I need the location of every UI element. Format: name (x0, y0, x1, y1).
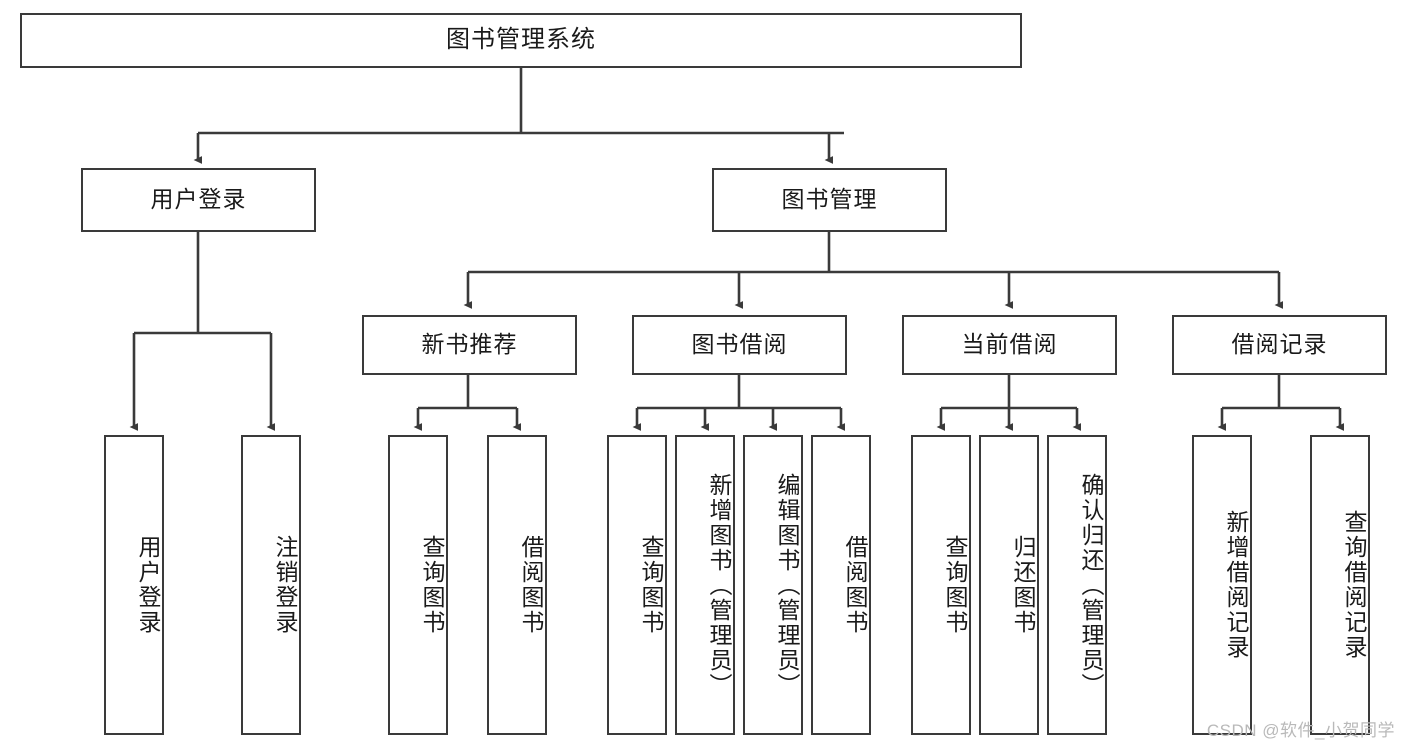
leaf-borrow-record-add-record[interactable]: 新增借阅记录 (1192, 435, 1252, 735)
node-book-management[interactable]: 图书管理 (712, 168, 947, 232)
node-new-book-recommend[interactable]: 新书推荐 (362, 315, 577, 375)
leaf-user-login-login[interactable]: 用户登录 (104, 435, 164, 735)
node-book-borrow[interactable]: 图书借阅 (632, 315, 847, 375)
node-label: 图书管理系统 (446, 26, 596, 54)
node-label: 新增借阅记录 (1223, 510, 1249, 660)
node-label: 查询图书 (638, 535, 664, 635)
leaf-book-borrow-query-book[interactable]: 查询图书 (607, 435, 667, 735)
csdn-watermark: CSDN @软件_小贺同学 (1206, 721, 1395, 740)
leaf-current-borrow-confirm-return-admin[interactable]: 确认归还（管理员） (1047, 435, 1107, 735)
node-label: 用户登录 (135, 535, 161, 635)
node-label: 查询图书 (419, 535, 445, 635)
leaf-new-book-query-book[interactable]: 查询图书 (388, 435, 448, 735)
node-label: 查询图书 (942, 535, 968, 635)
node-label: 借阅图书 (518, 535, 544, 635)
node-label: 新书推荐 (421, 331, 518, 358)
leaf-book-borrow-add-book-admin[interactable]: 新增图书（管理员） (675, 435, 735, 735)
node-label: 归还图书 (1010, 535, 1036, 635)
node-label: 新增图书（管理员） (706, 472, 732, 698)
node-root-book-management-system[interactable]: 图书管理系统 (20, 13, 1022, 68)
node-label: 编辑图书（管理员） (774, 472, 800, 698)
node-label: 确认归还（管理员） (1078, 472, 1104, 698)
node-current-borrow[interactable]: 当前借阅 (902, 315, 1117, 375)
node-label: 当前借阅 (961, 331, 1058, 358)
leaf-borrow-record-query-record[interactable]: 查询借阅记录 (1310, 435, 1370, 735)
leaf-current-borrow-return-book[interactable]: 归还图书 (979, 435, 1039, 735)
leaf-new-book-borrow-book[interactable]: 借阅图书 (487, 435, 547, 735)
node-label: 注销登录 (272, 535, 298, 635)
node-label: 借阅图书 (842, 535, 868, 635)
node-label: 用户登录 (150, 186, 247, 213)
node-label: 图书借阅 (691, 331, 788, 358)
node-user-login[interactable]: 用户登录 (81, 168, 316, 232)
leaf-book-borrow-edit-book-admin[interactable]: 编辑图书（管理员） (743, 435, 803, 735)
node-label: 图书管理 (781, 186, 878, 213)
node-borrow-record[interactable]: 借阅记录 (1172, 315, 1387, 375)
node-label: 查询借阅记录 (1341, 510, 1367, 660)
node-label: 借阅记录 (1231, 331, 1328, 358)
leaf-current-borrow-query-book[interactable]: 查询图书 (911, 435, 971, 735)
leaf-user-login-logout[interactable]: 注销登录 (241, 435, 301, 735)
leaf-book-borrow-borrow-book[interactable]: 借阅图书 (811, 435, 871, 735)
